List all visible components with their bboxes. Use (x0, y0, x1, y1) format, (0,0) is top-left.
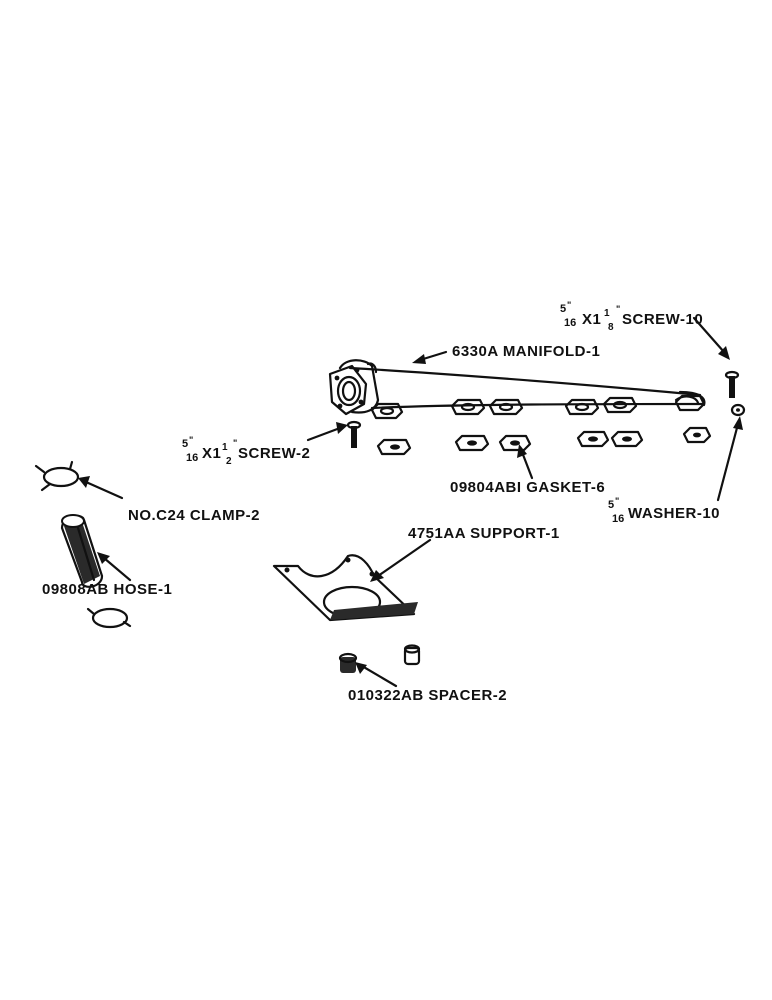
screw-size-prefix: X1 (582, 311, 601, 328)
clamp-label: NO.C24 CLAMP-2 (128, 507, 260, 524)
screw-top-right-label: 5 " 16 X1 1 8 " SCREW-10 (560, 300, 703, 333)
inch-mark: " (189, 435, 193, 445)
washer (730, 403, 746, 417)
fraction-denominator: 16 (186, 452, 198, 464)
inch-mark: " (567, 300, 571, 310)
hose (60, 514, 104, 588)
screw-label-suffix: SCREW-2 (238, 445, 310, 462)
inch-mark: " (615, 496, 619, 506)
clamp-top (34, 460, 80, 492)
screw-label-suffix: SCREW-10 (622, 311, 703, 328)
support (272, 554, 418, 622)
fraction-denominator: 8 (608, 322, 614, 333)
screw-left-label: 5 " 16 X1 1 2 " SCREW-2 (182, 435, 310, 467)
hose-label: 09808AB HOSE-1 (42, 581, 172, 598)
screw-size-prefix: X1 (202, 445, 221, 462)
fraction-numerator: 1 (222, 442, 228, 453)
gaskets (376, 426, 712, 456)
support-label: 4751AA SUPPORT-1 (408, 525, 560, 542)
fraction-numerator: 5 (560, 303, 566, 315)
spacer-label: 010322AB SPACER-2 (348, 687, 507, 704)
fraction-denominator: 16 (564, 317, 576, 329)
screw-left (346, 420, 362, 448)
washer-label-text: WASHER-10 (628, 505, 720, 522)
spacers (338, 644, 421, 673)
leader-lines (78, 316, 743, 688)
fraction-denominator: 2 (226, 456, 232, 467)
clamp-bottom (86, 607, 132, 629)
fraction-numerator: 5 (608, 499, 614, 511)
fraction-denominator: 16 (612, 513, 624, 525)
gasket-label: 09804ABI GASKET-6 (450, 479, 605, 496)
inch-mark: " (233, 438, 237, 448)
inch-mark: " (616, 304, 620, 314)
manifold (328, 359, 706, 420)
screw-right (724, 370, 740, 398)
washer-label: 5 " 16 WASHER-10 (608, 496, 720, 525)
fraction-numerator: 1 (604, 308, 610, 319)
manifold-label: 6330A MANIFOLD-1 (452, 343, 600, 360)
fraction-numerator: 5 (182, 438, 188, 450)
